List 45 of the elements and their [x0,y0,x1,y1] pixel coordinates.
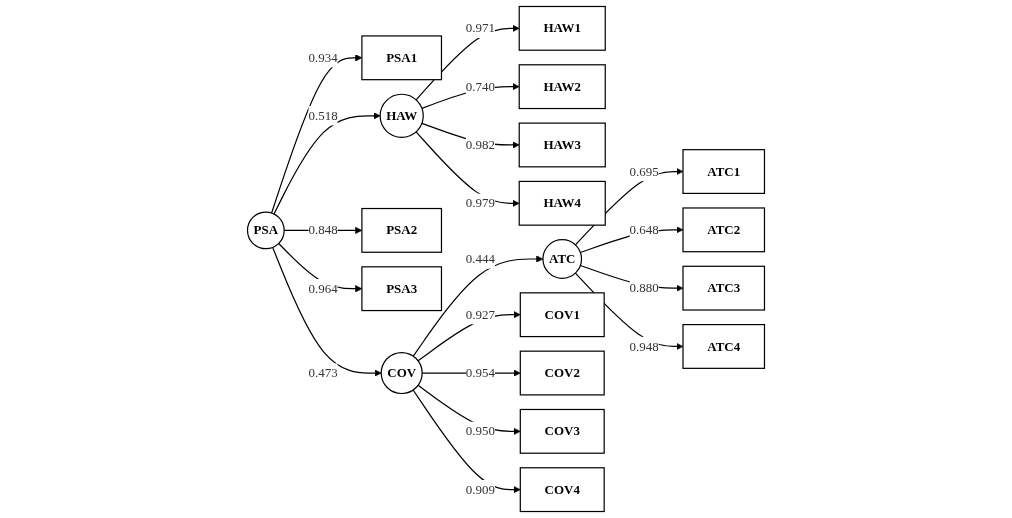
node-box: HAW2 [518,64,606,110]
node-box: HAW4 [518,180,606,226]
edge-label: 0.880 [629,280,659,295]
edge-label: 0.473 [308,365,338,380]
node-box: HAW3 [518,122,606,168]
edge-label: 0.909 [465,482,495,497]
node-box: COV2 [519,350,605,396]
node-box: PSA2 [361,207,443,253]
node-circle: HAW [379,93,424,138]
arrow [415,24,520,101]
node-box: ATC2 [682,207,766,253]
edge-label: 0.950 [465,424,495,438]
node-box: ATC3 [682,265,766,311]
edge-label: 0.648 [629,222,659,237]
arrow [574,272,684,351]
edge-label: 0.971 [465,21,495,35]
node-circle: ATC [542,239,583,279]
edge-label: 0.934 [308,50,338,65]
node-box: HAW1 [518,5,606,51]
edge-label: 0.982 [465,137,495,152]
node-box: ATC1 [682,149,766,194]
arrow [412,389,521,494]
edge-label: 0.964 [308,281,338,296]
node-box: COV1 [519,292,605,338]
arrow [574,167,684,246]
edge-label: 0.979 [465,195,495,210]
edge-label: 0.444 [465,251,495,266]
node-box: COV4 [519,467,605,513]
node-box: ATC4 [682,324,766,369]
edge-label: 0.695 [629,164,659,179]
node-box: COV3 [519,408,605,454]
edge-label: 0.927 [465,307,495,322]
arrow [273,112,381,215]
edge-label: 0.954 [465,365,495,380]
arrow [412,255,544,357]
node-circle: COV [380,351,423,395]
edge-label: 0.848 [308,223,338,237]
arrow [415,131,520,207]
edge-label: 0.948 [629,339,659,353]
arrow [272,246,382,377]
node-box: PSA3 [361,266,443,312]
edge-label: 0.740 [465,79,495,94]
edge-label: 0.518 [308,108,338,123]
node-box: PSA1 [361,35,443,81]
node-circle: PSA [246,211,285,250]
